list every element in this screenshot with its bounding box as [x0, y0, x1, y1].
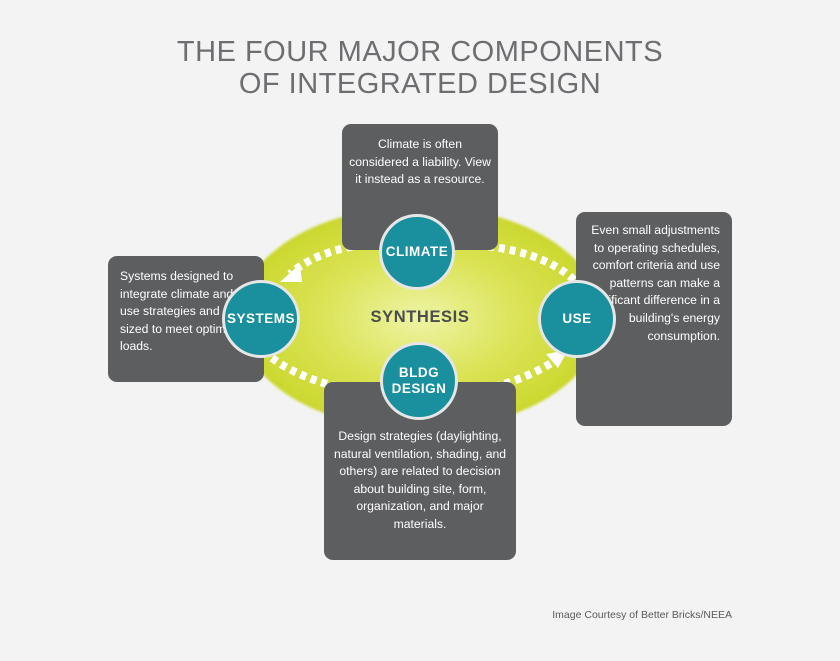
use-node-label: USE: [562, 311, 592, 326]
bldg-design-node: BLDG DESIGN: [380, 342, 458, 420]
synthesis-ellipse: [238, 206, 602, 430]
bldg-label-line-1: BLDG: [398, 365, 440, 380]
systems-node: SYSTEMS: [222, 280, 300, 358]
bldg-design-node-label: BLDG DESIGN: [392, 365, 447, 397]
synthesis-label: SYNTHESIS: [370, 308, 470, 326]
image-credit: Image Courtesy of Better Bricks/NEEA: [552, 609, 732, 621]
page-title: THE FOUR MAJOR COMPONENTS OF INTEGRATED …: [0, 36, 840, 100]
climate-node: CLIMATE: [379, 214, 455, 290]
arrow-systems-to-bldg: [269, 354, 373, 396]
bldg-label-line-2: DESIGN: [391, 381, 447, 396]
title-line-1: THE FOUR MAJOR COMPONENTS: [176, 36, 664, 68]
arrowhead-systems: [280, 264, 302, 282]
use-node: USE: [538, 280, 616, 358]
systems-node-label: SYSTEMS: [226, 311, 295, 326]
climate-node-label: CLIMATE: [385, 244, 449, 259]
title-line-2: OF INTEGRATED DESIGN: [238, 68, 602, 100]
